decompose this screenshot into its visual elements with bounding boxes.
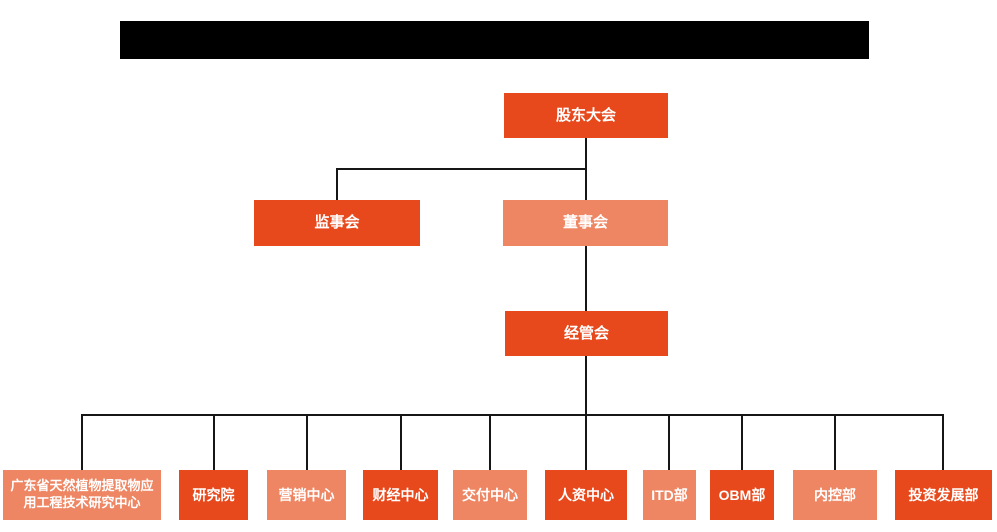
org-node-label: 财经中心 [372,486,429,503]
connector-line [741,414,743,470]
org-node-supervisory-board: 监事会 [254,200,420,246]
connector-line [336,168,338,200]
org-node-dept-investment-development: 投资发展部 [895,470,992,520]
org-node-shareholders-meeting: 股东大会 [504,93,668,138]
org-node-dept-research-center: 广东省天然植物提取物应用工程技术研究中心 [3,470,161,520]
org-node-dept-hr-center: 人资中心 [545,470,627,520]
org-node-dept-research-institute: 研究院 [179,470,248,520]
org-node-dept-itd: ITD部 [643,470,696,520]
redacted-title-bar [120,21,869,59]
org-node-label: 人资中心 [558,486,614,503]
org-node-label: 股东大会 [555,106,616,124]
org-node-dept-marketing-center: 营销中心 [267,470,346,520]
org-node-dept-internal-control: 内控部 [793,470,877,520]
connector-line [585,246,587,311]
connector-line [213,414,215,470]
connector-line [942,414,944,470]
org-node-label: 交付中心 [462,486,518,503]
org-node-dept-obm: OBM部 [710,470,774,520]
connector-line [81,414,944,416]
org-node-label: 监事会 [314,214,360,232]
connector-line [336,168,587,170]
connector-line [306,414,308,470]
org-node-dept-delivery-center: 交付中心 [453,470,527,520]
connector-line [834,414,836,470]
connector-line [668,414,670,470]
org-node-label: OBM部 [718,486,766,503]
org-node-label: 经管会 [563,324,609,342]
connector-line [400,414,402,470]
org-node-label: 内控部 [814,486,856,503]
org-node-management-committee: 经管会 [505,311,668,356]
org-node-label: 投资发展部 [908,486,979,503]
org-node-dept-finance-center: 财经中心 [363,470,438,520]
org-node-board-of-directors: 董事会 [503,200,668,246]
org-node-label: 研究院 [192,486,235,503]
org-node-label: 广东省天然植物提取物应用工程技术研究中心 [10,478,154,510]
org-node-label: 董事会 [562,214,608,232]
connector-line [81,414,83,470]
connector-line [489,414,491,470]
org-node-label: ITD部 [651,486,688,503]
org-node-label: 营销中心 [278,486,335,503]
connector-line [585,356,587,470]
